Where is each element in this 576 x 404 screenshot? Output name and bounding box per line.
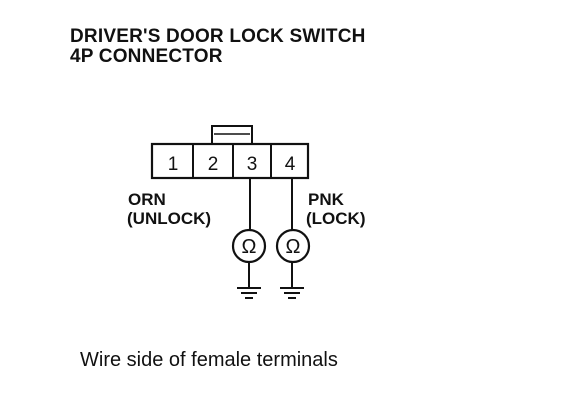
connector-lock-tab xyxy=(211,125,253,145)
connector-body xyxy=(150,142,310,180)
pin-1-label: 1 xyxy=(168,154,179,175)
pin-3-label: 3 xyxy=(247,154,258,175)
right-wire-function-label: (LOCK) xyxy=(306,209,365,228)
left-ohmmeter-symbol: Ω xyxy=(242,236,257,258)
left-wire-function-label: (UNLOCK) xyxy=(127,209,211,228)
right-wire-color-label: PNK xyxy=(308,190,345,209)
right-ohmmeter-symbol: Ω xyxy=(286,236,301,258)
left-wire-color-label: ORN xyxy=(128,190,166,209)
pin-4-label: 4 xyxy=(285,154,296,175)
diagram-title-line-1: DRIVER'S DOOR LOCK SWITCH xyxy=(70,26,366,47)
right-ground-icon xyxy=(280,287,304,299)
diagram-title-line-2: 4P CONNECTOR xyxy=(70,46,223,67)
pin-2-label: 2 xyxy=(208,154,219,175)
diagram-caption: Wire side of female terminals xyxy=(80,349,338,371)
left-ground-icon xyxy=(237,287,261,299)
